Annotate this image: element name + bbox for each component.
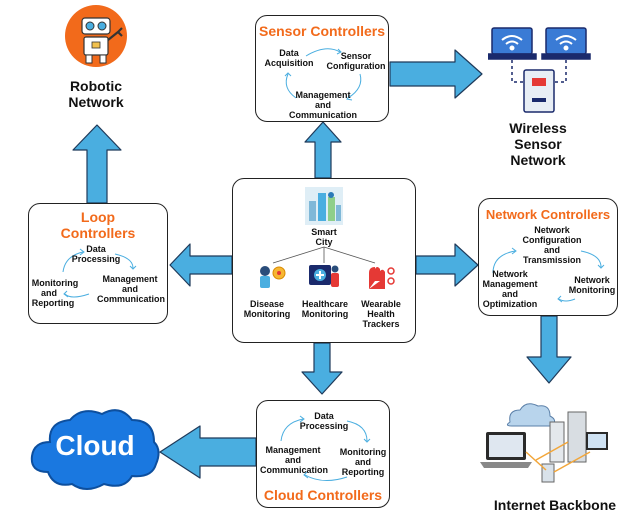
smart-city-label-1: Smart (311, 227, 337, 237)
disease-monitoring-label-1: Disease (249, 299, 285, 309)
wireless-label-2: Sensor (514, 136, 562, 152)
sensor-data-acquisition-1: Data (279, 48, 299, 58)
loop-controllers-box: Loop Controllers Data Processing Monitor… (28, 203, 168, 324)
healthcare-monitoring-icon (307, 261, 343, 291)
wearable-trackers-label-3: Trackers (362, 319, 400, 329)
sensor-controllers-title: Sensor Controllers (258, 23, 386, 39)
robot-icon (62, 4, 130, 68)
smart-city-label-2: City (315, 237, 333, 247)
loop-data-2: Processing (71, 254, 121, 264)
network-opt-2: Management (482, 279, 538, 289)
sensor-data-acquisition-2: Acquisition (264, 58, 314, 68)
arrow-to-wireless (389, 49, 483, 99)
cloud-label: Cloud (55, 430, 135, 461)
loop-controllers-title-2: Controllers (60, 225, 136, 241)
network-controllers-title: Network Controllers (485, 207, 611, 222)
sensor-config-1: Sensor (340, 51, 372, 61)
healthcare-monitoring-label-1: Healthcare (301, 299, 349, 309)
network-opt-1: Network (492, 269, 528, 279)
smart-city-links (272, 246, 376, 264)
network-controllers-box: Network Controllers Network Configuratio… (478, 198, 618, 316)
cloud-controllers-title: Cloud Controllers (263, 487, 383, 503)
wireless-label-1: Wireless (509, 120, 567, 136)
wireless-label-3: Network (510, 152, 566, 168)
cloud-mgmt-2: and (284, 455, 301, 465)
sensor-controllers-box: Sensor Controllers Data Acquisition Sens… (255, 15, 389, 122)
arrow-to-loop (169, 243, 233, 287)
arrow-to-network (415, 243, 479, 287)
network-conf-3: and (543, 245, 560, 255)
network-cycle-arrows (492, 247, 605, 303)
cloud-icon: Cloud (28, 402, 162, 498)
loop-mgmt-1: Management (102, 274, 158, 284)
loop-data-1: Data (86, 244, 106, 254)
loop-mon-2: and (40, 288, 57, 298)
smart-city-box: Smart City Disease Monito (232, 178, 416, 343)
cloud-data-2: Processing (299, 421, 349, 431)
internet-backbone-label: Internet Backbone (493, 497, 617, 513)
arrow-to-robotic (72, 124, 122, 204)
loop-controllers-title-1: Loop (80, 209, 116, 225)
sensor-mgmt-3: Communication (288, 110, 357, 120)
network-conf-1: Network (534, 225, 570, 235)
internet-backbone-icon (480, 392, 610, 492)
network-opt-3: and (501, 289, 518, 299)
sensor-mgmt-2: and (314, 100, 331, 110)
arrow-to-internet (526, 315, 572, 384)
robotic-network-label-2: Network (68, 94, 124, 110)
network-conf-4: Transmission (522, 255, 582, 265)
network-mon-2: Monitoring (568, 285, 616, 295)
wireless-network-icon (488, 26, 594, 116)
sensor-cycle-arrows (284, 48, 362, 101)
cloud-mon-3: Reporting (341, 467, 385, 477)
cloud-mgmt-3: Communication (259, 465, 328, 475)
network-conf-2: Configuration (522, 235, 582, 245)
network-opt-4: Optimization (482, 299, 538, 309)
disease-monitoring-icon (255, 263, 289, 291)
cloud-mgmt-1: Management (265, 445, 321, 455)
loop-cycle-arrows (62, 248, 137, 298)
cloud-mon-1: Monitoring (339, 447, 387, 457)
smart-city-icon (305, 187, 343, 225)
disease-monitoring-label-2: Monitoring (243, 309, 291, 319)
network-mon-1: Network (574, 275, 610, 285)
wearable-trackers-label-1: Wearable (361, 299, 401, 309)
arrow-to-sensor (304, 121, 342, 179)
cloud-data-1: Data (314, 411, 334, 421)
loop-mon-3: Reporting (31, 298, 75, 308)
arrow-to-cloud (159, 425, 257, 479)
robotic-network-label-1: Robotic (69, 78, 123, 94)
loop-mgmt-3: Communication (96, 294, 165, 304)
sensor-config-2: Configuration (326, 61, 386, 71)
wearable-trackers-icon (363, 263, 397, 291)
cloud-mon-2: and (354, 457, 371, 467)
loop-mon-1: Monitoring (31, 278, 79, 288)
healthcare-monitoring-label-2: Monitoring (301, 309, 349, 319)
sensor-mgmt-1: Management (295, 90, 351, 100)
cloud-cycle-arrows (280, 415, 371, 481)
cloud-controllers-box: Data Processing Management and Communica… (256, 400, 390, 508)
wearable-trackers-label-2: Health (367, 309, 395, 319)
loop-mgmt-2: and (121, 284, 138, 294)
arrow-to-cloud-controllers (301, 342, 343, 395)
